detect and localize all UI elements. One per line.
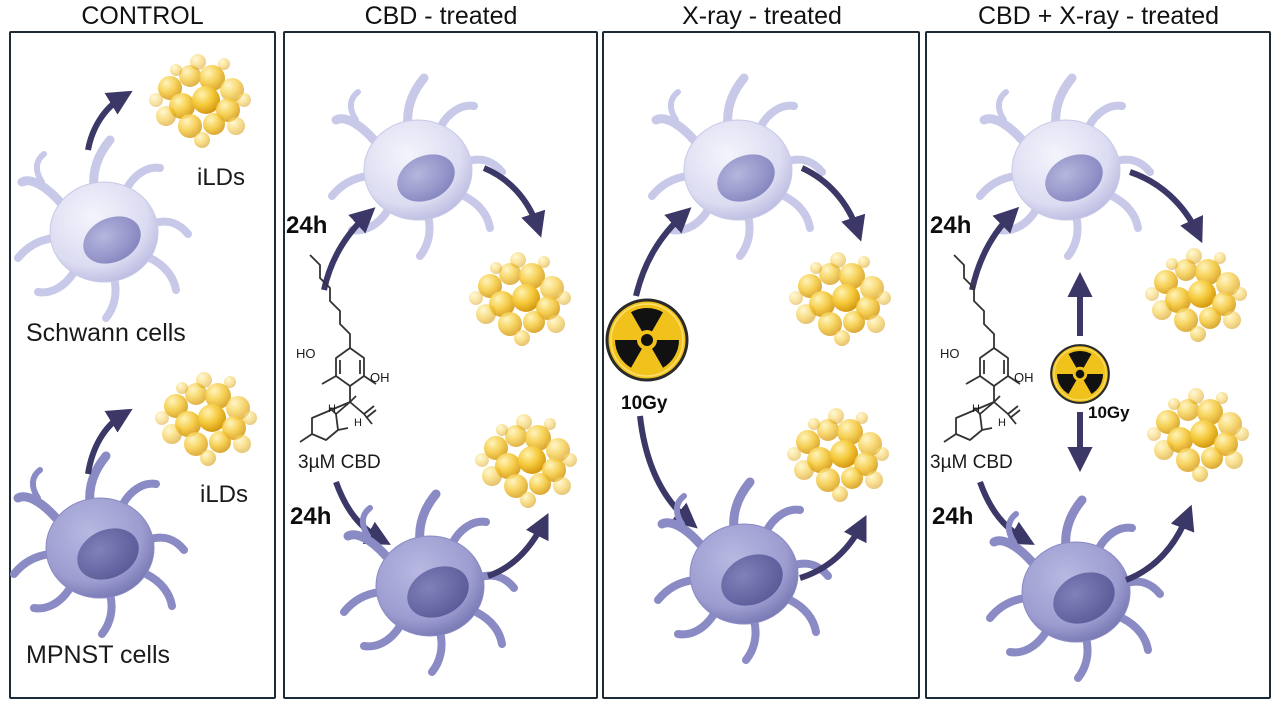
- radiation-icon: [605, 296, 689, 382]
- ilds-label-bottom: iLDs: [200, 481, 248, 508]
- cbd-dose-label-combo: 3µM CBD: [930, 452, 1013, 473]
- panel-xray: [602, 31, 920, 699]
- lipid-droplet-cluster-icon: [789, 252, 891, 346]
- time-label-top: 24h: [286, 212, 327, 239]
- curved-arrow-icon: [85, 408, 133, 475]
- heading-xray: X-ray - treated: [682, 2, 842, 30]
- svg-text:H: H: [998, 417, 1006, 429]
- svg-text:HO: HO: [940, 346, 960, 361]
- svg-text:H: H: [972, 403, 980, 415]
- cbd-molecule-icon: HO OH H H: [940, 254, 1034, 443]
- curved-arrow-icon: [333, 480, 391, 545]
- mpnst-cell-xray: [658, 482, 828, 660]
- time-label-top-combo: 24h: [930, 212, 971, 239]
- curved-arrow-icon: [977, 480, 1035, 545]
- cbd-molecule-icon: HO OH H H: [296, 254, 390, 443]
- cbd-dose-label: 3µM CBD: [298, 452, 381, 473]
- curved-arrow-icon: [799, 514, 867, 581]
- time-label-bottom: 24h: [290, 503, 331, 530]
- curved-arrow-icon: [800, 165, 866, 242]
- heading-combo: CBD + X-ray - treated: [977, 2, 1220, 30]
- dose-label-combo: 10Gy: [1088, 403, 1130, 422]
- curved-arrow-icon: [482, 165, 546, 238]
- svg-text:H: H: [328, 403, 336, 415]
- curved-arrow-icon: [1124, 504, 1195, 583]
- svg-text:H: H: [354, 417, 362, 429]
- curved-arrow-icon: [486, 512, 549, 579]
- panel-control: [9, 31, 276, 699]
- time-label-bottom-combo: 24h: [932, 503, 973, 530]
- panel-combo: [925, 31, 1271, 699]
- mpnst-cell-combo: [990, 500, 1160, 678]
- lipid-droplet-cluster-icon: [469, 252, 571, 346]
- dose-label-xray: 10Gy: [621, 393, 668, 414]
- curved-arrow-icon: [85, 90, 133, 151]
- radiation-icon: [1050, 342, 1110, 404]
- schwann-cell-combo: [980, 78, 1150, 256]
- schwann-cell-xray: [652, 78, 822, 256]
- lipid-droplet-cluster-icon: [475, 414, 577, 508]
- mpnst-cells-label: MPNST cells: [26, 641, 170, 669]
- curved-arrow-icon: [633, 207, 692, 297]
- svg-text:OH: OH: [1014, 370, 1034, 385]
- schwann-cell-cbd: [332, 78, 502, 256]
- lipid-droplet-cluster-icon: [155, 372, 257, 466]
- curved-arrow-icon: [969, 206, 1020, 291]
- heading-cbd: CBD - treated: [364, 2, 518, 30]
- svg-text:HO: HO: [296, 346, 316, 361]
- curved-arrow-icon: [321, 207, 376, 291]
- svg-text:OH: OH: [370, 370, 390, 385]
- lipid-droplet-cluster-icon: [787, 408, 889, 502]
- lipid-droplet-cluster-icon: [1145, 248, 1247, 342]
- curved-arrow-icon: [1129, 169, 1204, 244]
- heading-control: CONTROL: [81, 2, 204, 30]
- lipid-droplet-cluster-icon: [149, 54, 251, 148]
- panel-cbd: [283, 31, 598, 699]
- schwann-cell-control: [18, 140, 188, 318]
- lipid-droplet-cluster-icon: [1147, 388, 1249, 482]
- curved-arrow-icon: [637, 415, 698, 529]
- schwann-cells-label: Schwann cells: [26, 319, 186, 347]
- mpnst-cell-control: [14, 456, 184, 634]
- mpnst-cell-cbd: [344, 494, 514, 672]
- ilds-label-top: iLDs: [197, 164, 245, 191]
